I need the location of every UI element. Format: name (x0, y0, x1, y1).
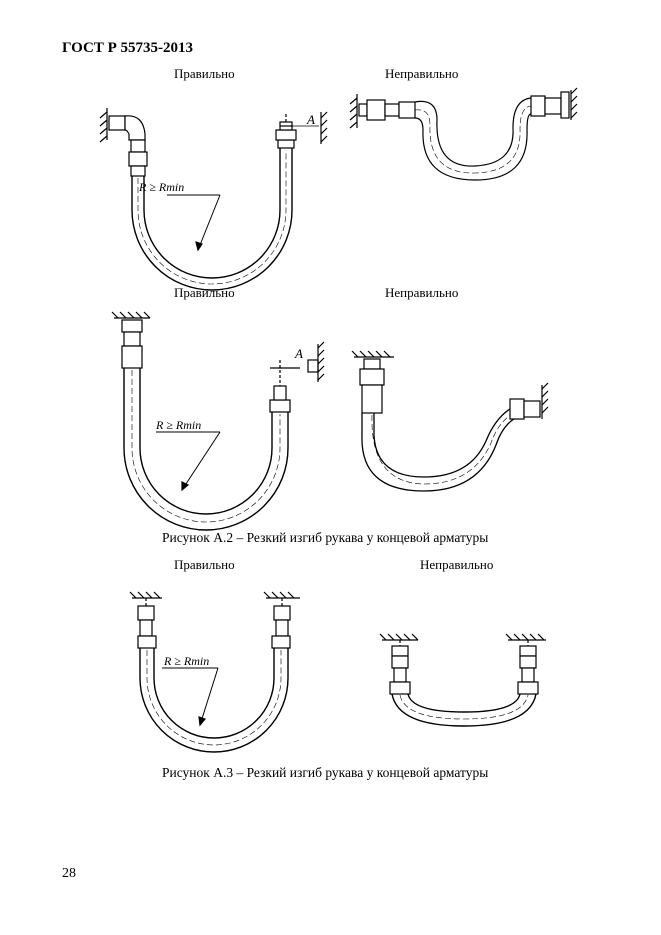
document-header: ГОСТ Р 55735-2013 (62, 40, 194, 56)
radius-label-2: R ≥ Rmin (155, 418, 201, 432)
radius-label-3: R ≥ Rmin (163, 654, 209, 668)
diagram-incorrect-3 (379, 633, 546, 727)
label-incorrect-3: Неправильно (420, 557, 494, 572)
caption-fig-a2: Рисунок А.2 – Резкий изгиб рукава у конц… (162, 530, 489, 545)
diagram-correct-3: R ≥ Rmin (129, 591, 300, 753)
diagram-incorrect-2 (351, 350, 549, 492)
label-incorrect-1: Неправильно (385, 66, 459, 81)
mark-a-2: A (294, 346, 303, 361)
label-correct-2: Правильно (174, 285, 235, 300)
page-number: 28 (62, 866, 76, 881)
label-correct-1: Правильно (174, 66, 235, 81)
caption-fig-a3: Рисунок А.3 – Резкий изгиб рукава у конц… (162, 765, 489, 780)
diagram-correct-2: R ≥ Rmin A (111, 311, 325, 531)
mark-a-1: A (306, 112, 315, 127)
label-correct-3: Правильно (174, 557, 235, 572)
diagram-incorrect-1 (349, 87, 578, 181)
label-incorrect-2: Неправильно (385, 285, 459, 300)
diagram-correct-1: R ≥ Rmin A (99, 108, 328, 291)
radius-label-1: R ≥ Rmin (138, 180, 184, 194)
